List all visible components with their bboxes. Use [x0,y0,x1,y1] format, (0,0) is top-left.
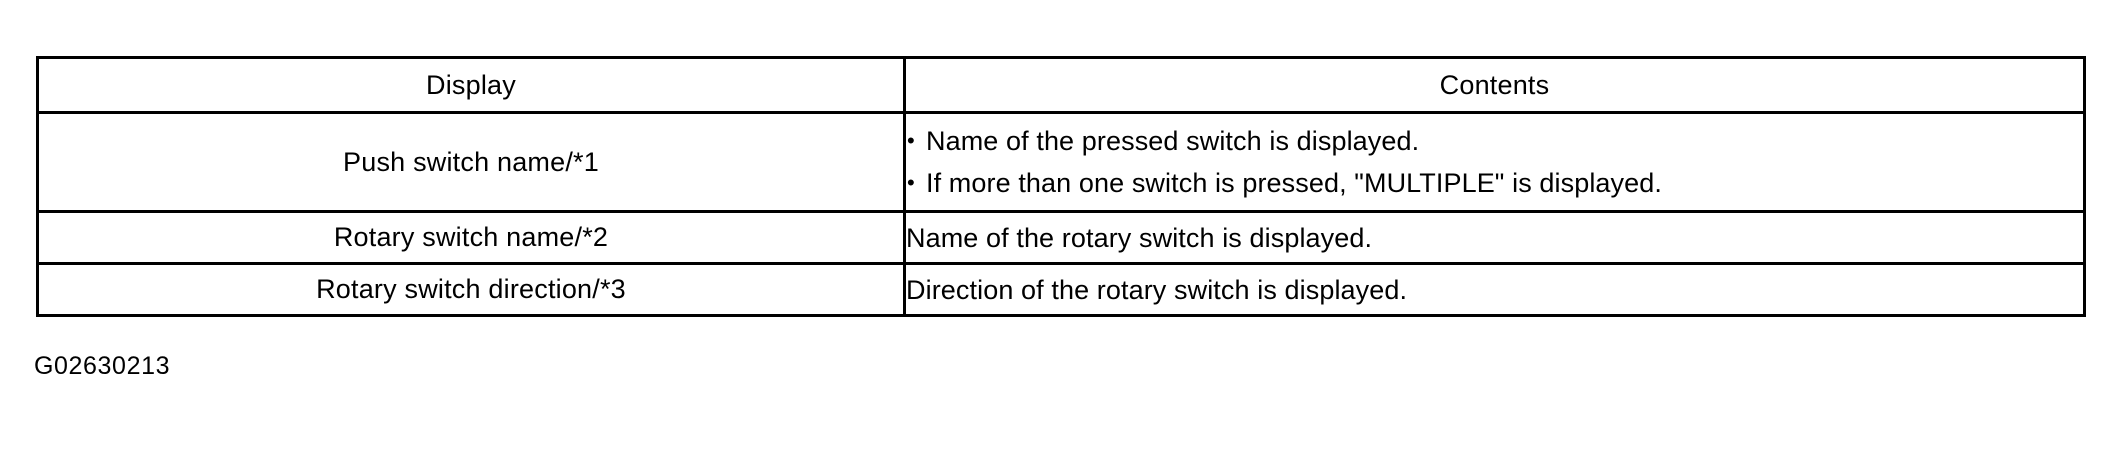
table-row: Rotary switch direction/*3 Direction of … [36,262,2086,317]
table-row: Rotary switch name/*2 Name of the rotary… [36,210,2086,265]
cell-contents-rotary-switch-direction: Direction of the rotary switch is displa… [903,262,2086,317]
list-item-label: If more than one switch is pressed, "MUL… [926,168,1662,198]
cell-contents-push-switch-name: • Name of the pressed switch is displaye… [903,111,2086,213]
list-item: • If more than one switch is pressed, "M… [906,162,2083,204]
figure-caption: G02630213 [34,352,171,380]
spec-table-container: Display Contents Push switch name/*1 • N… [36,56,2086,317]
content-line: Name of the rotary switch is displayed. [906,222,1373,253]
cell-display-rotary-switch-name: Rotary switch name/*2 [36,210,906,265]
table-header-row: Display Contents [36,56,2086,114]
cell-display-rotary-switch-direction: Rotary switch direction/*3 [36,262,906,317]
table-row: Push switch name/*1 • Name of the presse… [36,111,2086,213]
content-line: Direction of the rotary switch is displa… [906,274,1408,305]
list-item-label: Name of the pressed switch is displayed. [926,126,1420,156]
column-header-display: Display [36,56,906,114]
bullet-dot-icon: • [907,128,915,153]
column-header-contents: Contents [903,56,2086,114]
bullet-list: • Name of the pressed switch is displaye… [906,120,2083,204]
bullet-dot-icon: • [907,170,915,195]
list-item: • Name of the pressed switch is displaye… [906,120,2083,162]
display-contents-table: Display Contents Push switch name/*1 • N… [36,56,2086,317]
cell-display-push-switch-name: Push switch name/*1 [36,111,906,213]
cell-contents-rotary-switch-name: Name of the rotary switch is displayed. [903,210,2086,265]
